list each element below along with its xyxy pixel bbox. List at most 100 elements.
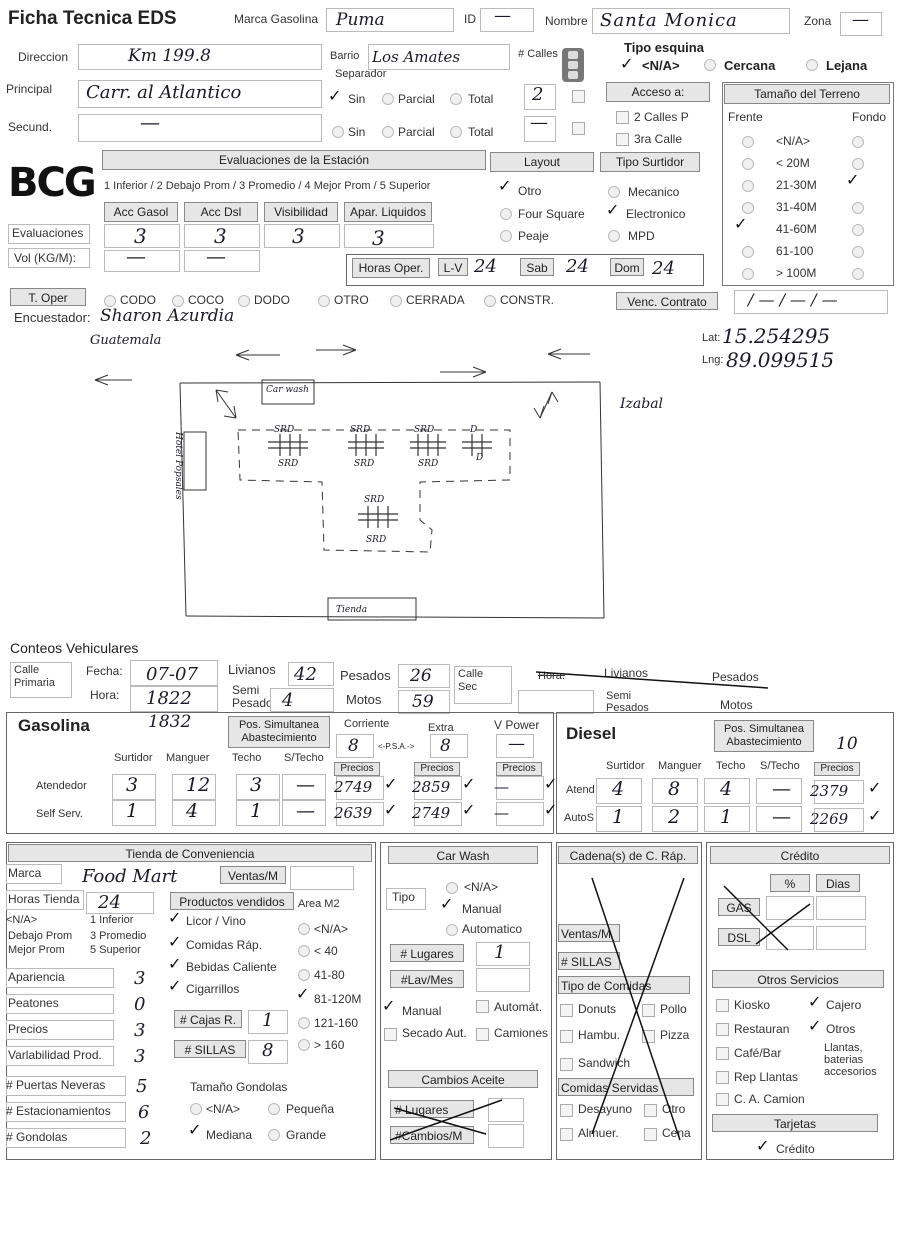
area-radio[interactable] — [298, 923, 310, 935]
cw-secado-checkbox[interactable] — [384, 1028, 397, 1041]
pizza-checkbox[interactable] — [642, 1030, 655, 1043]
parcial-radio[interactable] — [382, 93, 394, 105]
dsl-dias-field[interactable] — [816, 926, 866, 950]
frente-radio[interactable] — [742, 246, 754, 258]
tam-na-radio[interactable] — [190, 1103, 202, 1115]
gas-cell-field[interactable] — [236, 800, 280, 826]
gas-cell-field[interactable] — [112, 800, 156, 826]
frente-radio[interactable] — [742, 158, 754, 170]
eval-visibilidad-field[interactable] — [264, 224, 340, 248]
area-radio[interactable] — [298, 1017, 310, 1029]
servicio-checkbox[interactable] — [716, 999, 729, 1012]
pollo-checkbox[interactable] — [642, 1004, 655, 1017]
toper-radio[interactable] — [238, 295, 250, 307]
desayuno-checkbox[interactable] — [560, 1104, 573, 1117]
calles-checkbox[interactable] — [572, 90, 585, 103]
acceso-2calles-checkbox[interactable] — [616, 111, 629, 124]
dsl-cell-field[interactable] — [596, 806, 642, 832]
toper-radio[interactable] — [104, 295, 116, 307]
gas-cell-field[interactable] — [172, 774, 216, 800]
frente-radio[interactable] — [742, 180, 754, 192]
nombre-field[interactable] — [592, 8, 790, 34]
dsl-cell-field[interactable] — [652, 778, 698, 804]
eval-apar-field[interactable] — [344, 224, 434, 248]
cajas-field[interactable] — [248, 1010, 288, 1034]
pesados-field[interactable] — [398, 664, 450, 688]
cw-lav-field[interactable] — [476, 968, 530, 992]
gas-price-field[interactable] — [496, 802, 544, 826]
layout-peaje-radio[interactable] — [500, 230, 512, 242]
id-field[interactable] — [480, 8, 534, 32]
gas-cell-field[interactable] — [282, 774, 326, 800]
dsl-price-field[interactable] — [814, 808, 864, 832]
semi-field[interactable] — [270, 688, 334, 712]
vpower-field[interactable] — [496, 734, 534, 758]
marca-field[interactable] — [326, 8, 454, 32]
servicio-checkbox[interactable] — [716, 1093, 729, 1106]
dsl-cell-field[interactable] — [704, 778, 750, 804]
almuer-checkbox[interactable] — [560, 1128, 573, 1141]
acceso-button[interactable]: Acceso a: — [606, 82, 710, 102]
vol-field-2[interactable] — [184, 250, 260, 272]
surtidor-button[interactable]: Tipo Surtidor — [600, 152, 700, 172]
venc-field[interactable] — [734, 290, 888, 314]
gas-cell-field[interactable] — [236, 774, 280, 800]
cw-camiones-checkbox[interactable] — [476, 1028, 489, 1041]
gas-pct-field[interactable] — [766, 896, 814, 920]
dsl-price-field[interactable] — [814, 780, 864, 804]
tam-pequena-radio[interactable] — [268, 1103, 280, 1115]
sandwich-checkbox[interactable] — [560, 1058, 573, 1071]
gas-price-field[interactable] — [336, 776, 384, 800]
hora-field[interactable] — [130, 686, 218, 712]
secund-calles-checkbox[interactable] — [572, 122, 585, 135]
tienda-ventas-field[interactable] — [290, 866, 354, 890]
servicio-checkbox[interactable] — [716, 1047, 729, 1060]
dsl-cell-field[interactable] — [756, 778, 802, 804]
dsl-cell-field[interactable] — [704, 806, 750, 832]
fondo-radio[interactable] — [852, 268, 864, 280]
total-radio[interactable] — [450, 93, 462, 105]
mecanico-radio[interactable] — [608, 186, 620, 198]
hambu-checkbox[interactable] — [560, 1030, 573, 1043]
gas-cell-field[interactable] — [282, 800, 326, 826]
fondo-radio[interactable] — [852, 158, 864, 170]
total2-radio[interactable] — [450, 126, 462, 138]
frente-radio[interactable] — [742, 268, 754, 280]
parcial2-radio[interactable] — [382, 126, 394, 138]
toper-radio[interactable] — [390, 295, 402, 307]
dsl-cell-field[interactable] — [652, 806, 698, 832]
area-radio[interactable] — [298, 969, 310, 981]
gas-cell-field[interactable] — [112, 774, 156, 800]
toper-radio[interactable] — [172, 295, 184, 307]
area-radio[interactable] — [298, 945, 310, 957]
toper-radio[interactable] — [318, 295, 330, 307]
vol-field-1[interactable] — [104, 250, 180, 272]
principal-field[interactable] — [78, 80, 322, 108]
gas-price-field[interactable] — [336, 802, 384, 826]
fondo-radio[interactable] — [852, 136, 864, 148]
gas-price-field[interactable] — [414, 776, 462, 800]
barrio-field[interactable] — [368, 44, 510, 70]
area-radio[interactable] — [298, 1039, 310, 1051]
fecha-field[interactable] — [130, 660, 218, 686]
cambios-lugares-field[interactable] — [488, 1098, 524, 1122]
cw-auto-radio[interactable] — [446, 924, 458, 936]
corriente-field[interactable] — [336, 734, 374, 758]
zona-field[interactable] — [840, 12, 882, 36]
frente-radio[interactable] — [742, 136, 754, 148]
sec-hora-field[interactable] — [518, 690, 594, 714]
sin2-radio[interactable] — [332, 126, 344, 138]
gas-dias-field[interactable] — [816, 896, 866, 920]
frente-radio[interactable] — [742, 202, 754, 214]
livianos-field[interactable] — [288, 662, 334, 686]
gas-cell-field[interactable] — [172, 800, 216, 826]
mpd-radio[interactable] — [608, 230, 620, 242]
toper-radio[interactable] — [484, 295, 496, 307]
fondo-radio[interactable] — [852, 202, 864, 214]
dsl-cell-field[interactable] — [596, 778, 642, 804]
cw-na-radio[interactable] — [446, 882, 458, 894]
calles-field[interactable] — [524, 84, 556, 110]
layout-four-radio[interactable] — [500, 208, 512, 220]
donuts-checkbox[interactable] — [560, 1004, 573, 1017]
dsl-cell-field[interactable] — [756, 806, 802, 832]
